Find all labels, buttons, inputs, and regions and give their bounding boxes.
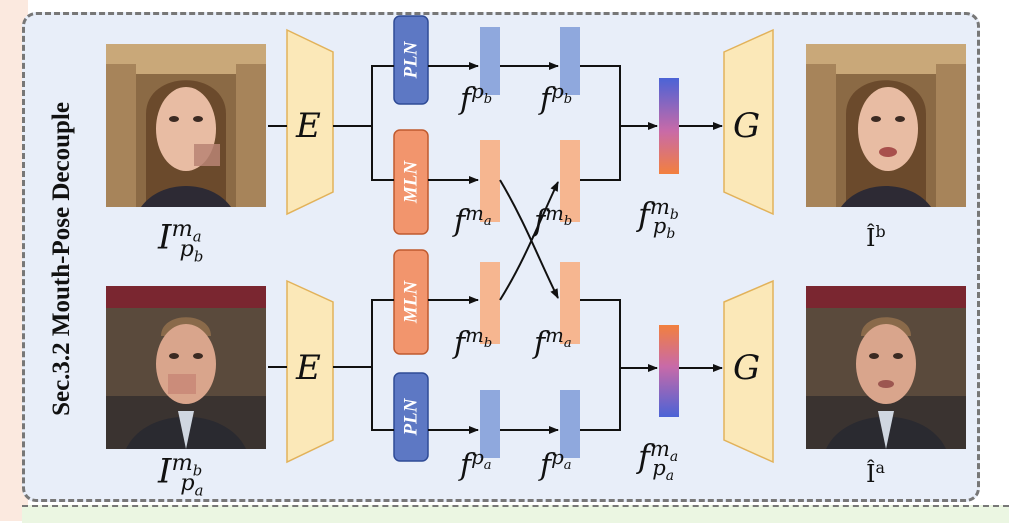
feature-label-mouth-top-1: fma	[454, 202, 492, 239]
input-label-bottom: Imbpa	[158, 450, 204, 500]
feature-bar-mouth-bottom-1	[480, 262, 500, 344]
feature-label-mouth-bottom-2: fma	[534, 324, 572, 361]
output-label-bottom: Îa	[866, 458, 885, 488]
pln-module-bottom	[393, 372, 429, 462]
feature-label-pose-bottom-2: fpa	[540, 446, 572, 483]
encoder-label-top: E	[296, 106, 321, 146]
feature-bar-mouth-top-2	[560, 140, 580, 222]
pln-label-bottom: PLN	[400, 398, 422, 436]
mln-label-top: MLN	[400, 160, 422, 204]
pln-label-top: PLN	[400, 41, 422, 79]
mln-label-bottom: MLN	[400, 280, 422, 324]
fused-feature-label-bottom: fmapa	[638, 436, 679, 485]
feature-label-mouth-top-2: fmb	[534, 202, 573, 239]
generator-label-bottom: G	[733, 348, 761, 388]
connector-lines	[268, 62, 723, 434]
encoder-top	[286, 28, 334, 216]
generator-label-top: G	[733, 106, 761, 146]
fused-feature-bar-top	[659, 78, 679, 174]
fused-feature-bar-bottom	[659, 325, 679, 417]
generator-top	[723, 28, 774, 216]
mln-module-bottom	[393, 249, 429, 355]
output-image-top	[806, 44, 966, 207]
encoder-label-bottom: E	[296, 348, 321, 388]
fused-feature-label-top: fmbpb	[638, 194, 679, 243]
encoder-bottom	[286, 279, 334, 464]
input-label-top: Imapb	[158, 216, 204, 266]
pln-module-top	[393, 15, 429, 105]
feature-label-pose-bottom-1: fpa	[460, 446, 492, 483]
feature-bar-pose-top-2	[560, 27, 580, 95]
feature-bar-mouth-bottom-2	[560, 262, 580, 344]
feature-bar-pose-top-1	[480, 27, 500, 95]
feature-bar-pose-bottom-2	[560, 390, 580, 458]
generator-bottom	[723, 279, 774, 464]
output-image-bottom	[806, 286, 966, 449]
output-label-top: Îb	[866, 222, 886, 252]
feature-label-mouth-bottom-1: fmb	[454, 324, 493, 361]
feature-bar-mouth-top-1	[480, 140, 500, 222]
feature-bar-pose-bottom-1	[480, 390, 500, 458]
input-image-top	[106, 44, 266, 207]
feature-label-pose-top-2: fpb	[540, 80, 573, 117]
bottom-panel-background	[22, 505, 1009, 523]
input-image-bottom	[106, 286, 266, 449]
feature-label-pose-top-1: fpb	[460, 80, 493, 117]
mln-module-top	[393, 129, 429, 235]
